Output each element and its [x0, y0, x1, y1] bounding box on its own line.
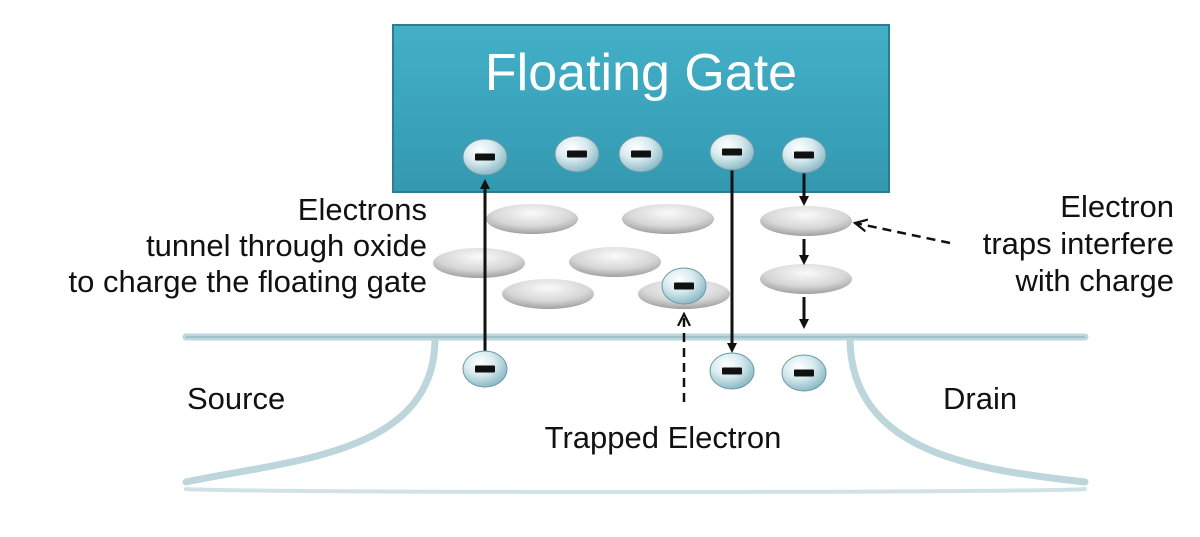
- trap-ellipse: [760, 264, 852, 294]
- trap-ellipse: [760, 206, 852, 236]
- trap-ellipse: [622, 204, 714, 234]
- electron-icon: [462, 350, 508, 388]
- trap-ellipse: [486, 204, 578, 234]
- traps-label: Electron traps interfere with charge: [983, 189, 1174, 298]
- source-well-boundary: [182, 333, 439, 486]
- tunnel-label: Electrons tunnel through oxide to charge…: [69, 192, 427, 299]
- electron-icon: [781, 136, 827, 174]
- electron-traps: [433, 204, 852, 309]
- trapped-electron-label: Trapped Electron: [545, 420, 782, 455]
- traps-label-line: Electron: [1060, 189, 1174, 224]
- traps-callout-arrow: [855, 223, 951, 245]
- electron-icon: [618, 135, 664, 173]
- tunnel-label-line: Electrons: [298, 192, 427, 227]
- drain-well-boundary: [846, 333, 1089, 486]
- floating-gate-title: Floating Gate: [485, 44, 797, 102]
- traps-label-line: traps interfere: [983, 226, 1174, 261]
- trap-ellipse: [569, 247, 661, 277]
- tunnel-label-line: to charge the floating gate: [69, 264, 427, 299]
- trapped-electron-icon: [661, 267, 707, 305]
- electrons: [462, 133, 827, 392]
- tunnel-label-line: tunnel through oxide: [146, 228, 427, 263]
- drain-label: Drain: [943, 381, 1017, 416]
- trap-ellipse: [433, 248, 525, 278]
- electron-icon: [709, 133, 755, 171]
- electron-icon: [709, 352, 755, 390]
- trap-ellipse: [502, 279, 594, 309]
- electron-icon: [781, 354, 827, 392]
- source-label: Source: [187, 381, 285, 416]
- electron-icon: [554, 135, 600, 173]
- electron-icon: [462, 138, 508, 176]
- substrate-bottom: [184, 487, 1087, 494]
- arrows: [480, 168, 951, 402]
- traps-label-line: with charge: [1014, 263, 1174, 298]
